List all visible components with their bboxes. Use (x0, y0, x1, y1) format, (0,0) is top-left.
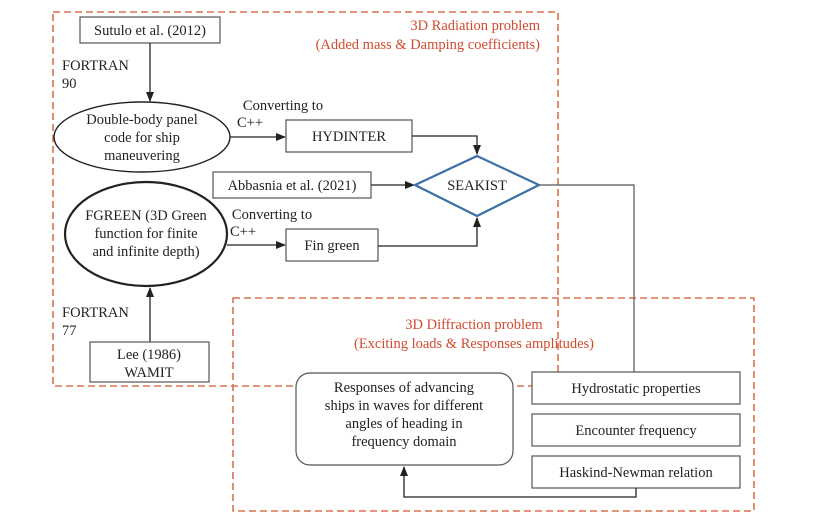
radiation-subtitle: (Added mass & Damping coefficients) (316, 37, 541, 53)
sutulo-box (79, 16, 221, 44)
arrow-fingreen-to-seakist (378, 217, 481, 247)
fgreen-line1: FGREEN (3D Green (85, 208, 207, 224)
arrow-haskind-to-responses (400, 466, 637, 498)
fin-green-label: Fin green (304, 238, 360, 254)
fortran90-version: 90 (62, 76, 77, 92)
fgreen-ellipse (63, 180, 229, 288)
fortran77-version: 77 (62, 323, 77, 339)
diffraction-subtitle: (Exciting loads & Responses amplitudes) (354, 336, 594, 352)
responses-line4: frequency domain (351, 434, 457, 450)
encounter-box (531, 413, 741, 447)
diffraction-title: 3D Diffraction problem (405, 317, 543, 333)
double-body-line1: Double-body panel (86, 112, 198, 128)
responses-line1: Responses of advancing (334, 380, 474, 396)
fortran90-label: FORTRAN (62, 58, 129, 74)
hydrostatic-box (531, 371, 741, 405)
encounter-label: Encounter frequency (575, 423, 697, 439)
radiation-title: 3D Radiation problem (410, 18, 540, 34)
haskind-label: Haskind-Newman relation (559, 465, 713, 481)
arrow-hydinter-to-seakist (412, 135, 481, 155)
responses-line2: ships in waves for different (325, 398, 483, 414)
seakist-label: SEAKIST (447, 178, 507, 194)
responses-line3: angles of heading in (345, 416, 463, 432)
seakist-diamond (412, 154, 542, 218)
abbasnia-label: Abbasnia et al. (2021) (228, 178, 357, 194)
fin-green-box (285, 228, 379, 262)
connector-seakist-to-diffraction (539, 184, 635, 372)
fgreen-line3: and infinite depth) (92, 244, 199, 260)
fgreen-line2: function for finite (94, 226, 197, 242)
sutulo-label: Sutulo et al. (2012) (94, 23, 206, 39)
hydrostatic-label: Hydrostatic properties (571, 381, 701, 397)
converting1-lang: C++ (237, 115, 263, 131)
responses-box (295, 372, 514, 466)
diffraction-panel (232, 297, 755, 512)
converting2-lang: C++ (230, 224, 256, 240)
double-body-line2: code for ship (104, 130, 180, 146)
abbasnia-box (212, 171, 372, 199)
double-body-line3: maneuvering (104, 148, 180, 164)
lee-line1: Lee (1986) (117, 347, 181, 363)
lee-box (89, 341, 210, 383)
converting2-label: Converting to (232, 207, 312, 223)
hydinter-label: HYDINTER (312, 129, 386, 145)
lee-line2: WAMIT (124, 365, 173, 381)
fortran77-label: FORTRAN (62, 305, 129, 321)
converting1-label: Converting to (243, 98, 323, 114)
